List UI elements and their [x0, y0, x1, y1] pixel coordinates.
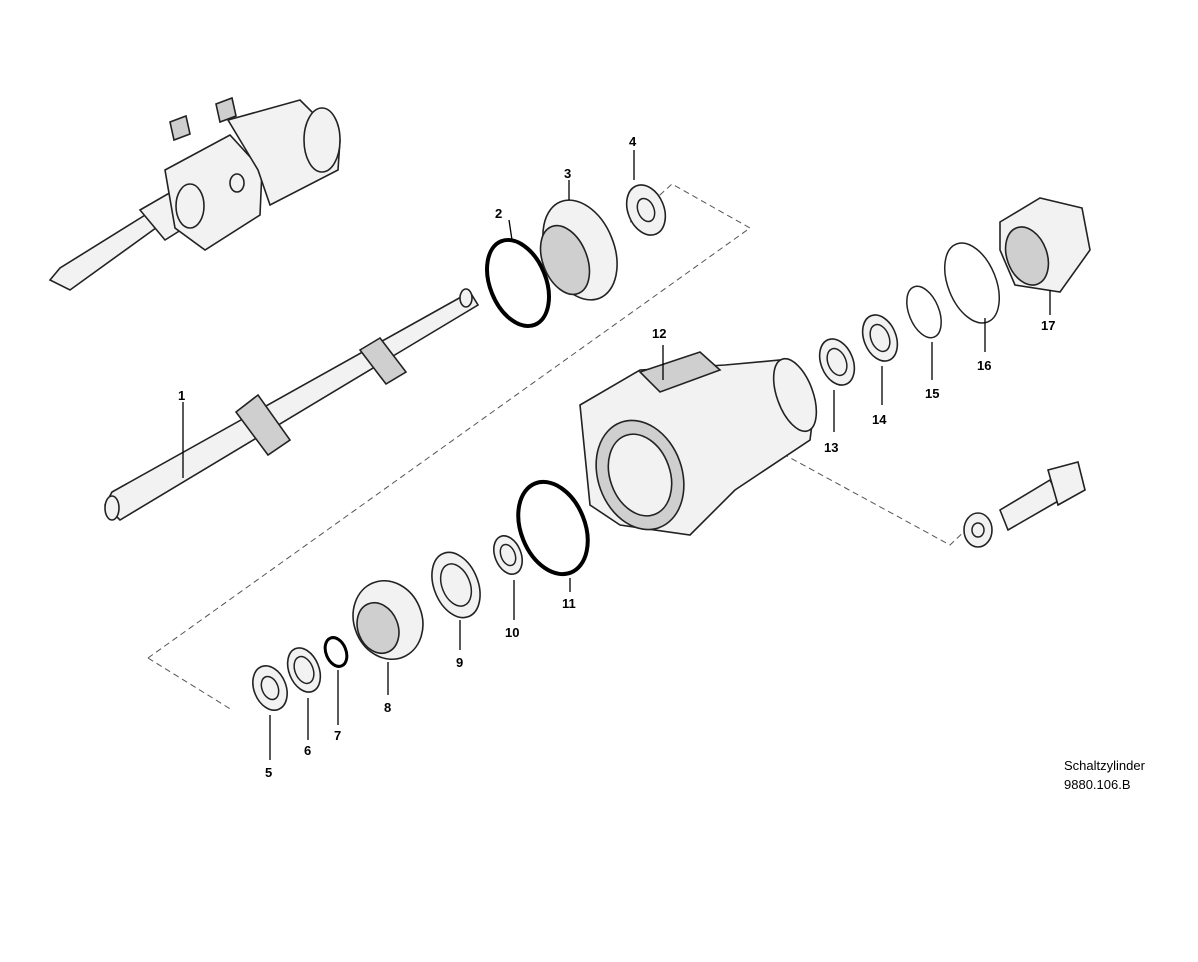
part-14-washer [861, 314, 899, 405]
part-1-shaft [104, 288, 480, 522]
callout-17: 17 [1041, 318, 1055, 333]
part-11-o-ring [516, 479, 590, 577]
assembly-outline [147, 183, 969, 711]
callout-14: 14 [872, 412, 887, 427]
part-7-o-ring [323, 636, 349, 725]
part-6-ring [286, 647, 322, 740]
callout-9: 9 [456, 655, 463, 670]
callout-2: 2 [495, 206, 502, 221]
part-16-ring [943, 242, 1001, 352]
assembled-cylinder [48, 96, 341, 291]
callout-1: 1 [178, 388, 185, 403]
callout-5: 5 [265, 765, 272, 780]
part-9-washer [431, 551, 481, 650]
callout-16: 16 [977, 358, 991, 373]
caption-code: 9880.106.B [1064, 777, 1131, 792]
part-13-seal [818, 338, 856, 432]
part-8-piston [352, 579, 424, 695]
callout-4: 4 [629, 134, 637, 149]
callout-6: 6 [304, 743, 311, 758]
callout-13: 13 [824, 440, 838, 455]
callout-12: 12 [652, 326, 666, 341]
bolt [963, 461, 1086, 548]
part-4-washer [625, 150, 667, 236]
callout-15: 15 [925, 386, 939, 401]
callout-10: 10 [505, 625, 519, 640]
part-15-snap-ring [906, 285, 942, 380]
part-3-piston [539, 180, 618, 301]
part-5-washer [252, 665, 288, 760]
callout-7: 7 [334, 728, 341, 743]
callout-11: 11 [562, 596, 576, 611]
caption-title: Schaltzylinder [1064, 758, 1145, 773]
part-10-ring [493, 535, 523, 620]
part-17-nut [999, 197, 1091, 315]
callout-3: 3 [564, 166, 571, 181]
part-2-o-ring [485, 237, 551, 329]
part-12-housing [579, 345, 818, 536]
callout-8: 8 [384, 700, 391, 715]
